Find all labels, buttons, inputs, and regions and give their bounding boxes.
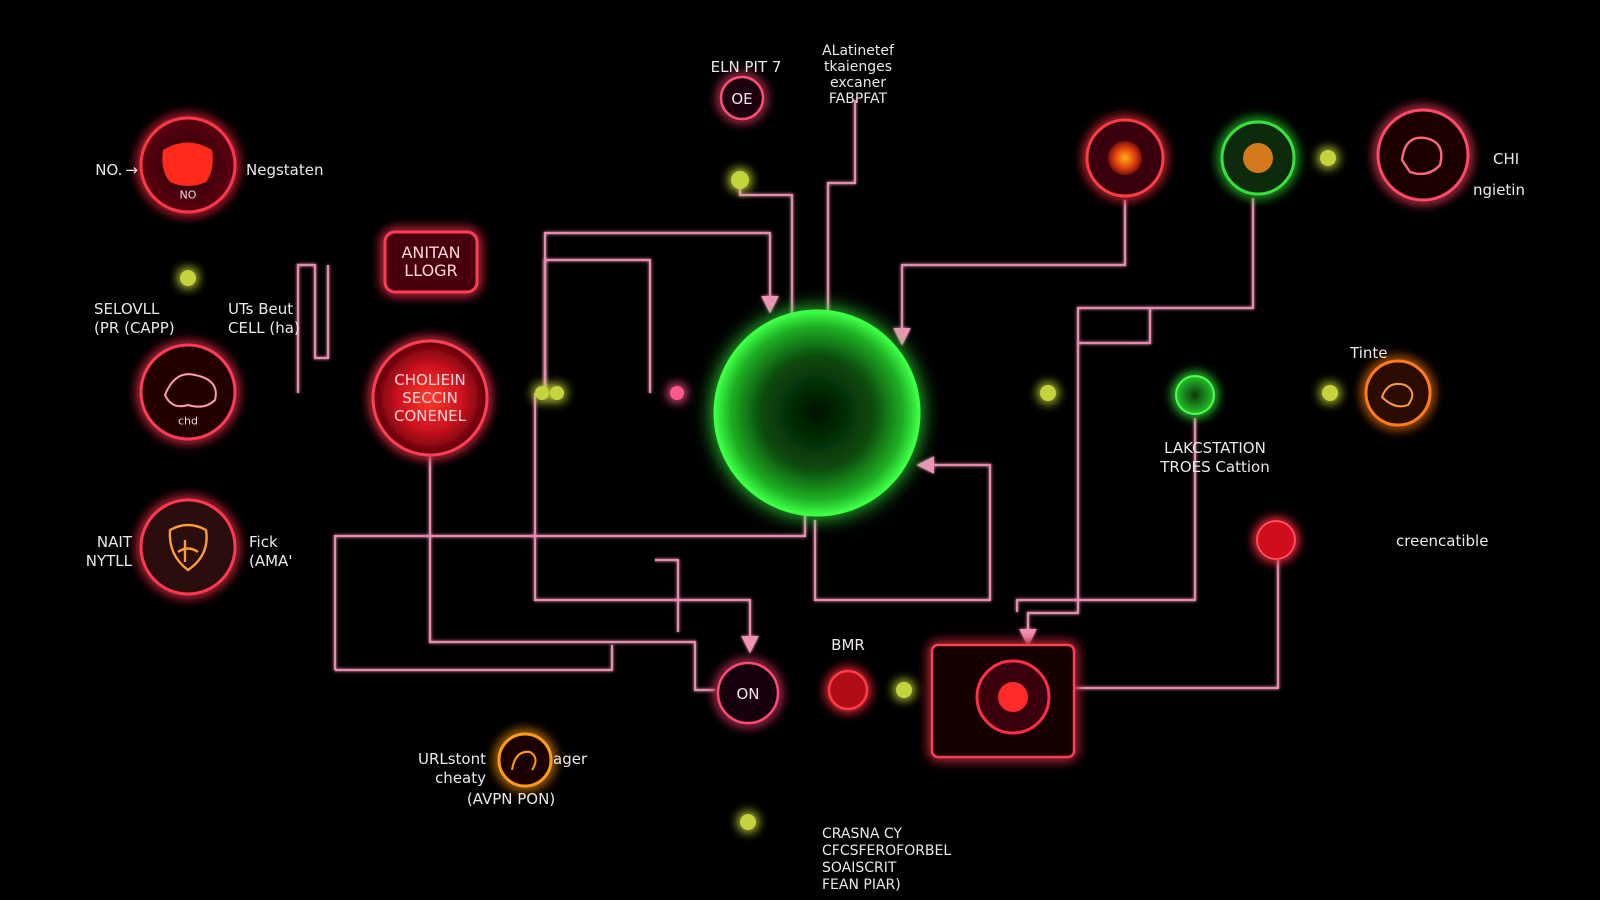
- node-cell[interactable]: [139, 343, 237, 441]
- node-oe[interactable]: [719, 75, 765, 121]
- node-cholein[interactable]: [371, 339, 489, 457]
- node-nait[interactable]: [139, 498, 237, 596]
- dot-left-1: [180, 270, 196, 286]
- inner-no: NO: [179, 188, 197, 202]
- label-legend-left: URLstont cheaty: [417, 750, 486, 787]
- inner-on: ON: [736, 685, 760, 703]
- label-station: LAKCSTATION TROES Cattion: [1160, 439, 1270, 476]
- label-legend-right: ager: [553, 750, 588, 768]
- junction-dots: [535, 150, 1338, 830]
- label-bottom-note: CRASNA CY CFCSFEROFORBEL SOAISCRIT FEAN …: [822, 826, 952, 893]
- node-on[interactable]: [716, 661, 780, 725]
- node-chi[interactable]: [1376, 108, 1470, 202]
- label-negstaten: Negstaten: [246, 161, 324, 179]
- label-tinte: Tinte: [1350, 344, 1388, 362]
- label-fick: Fick (AMA': [249, 533, 293, 570]
- label-legend-sub: (AVPN PON): [466, 790, 556, 808]
- label-cholein: CHOLIEIN SECCIN CONENEL: [393, 371, 467, 425]
- central-green-core[interactable]: [713, 309, 921, 517]
- label-no: NO. →: [95, 161, 138, 179]
- label-top-note: ALatinetef tkaienges excaner FABPFAT: [822, 43, 894, 107]
- node-bmr[interactable]: [827, 669, 869, 711]
- box-red-core[interactable]: [930, 643, 1076, 759]
- inner-oe: OE: [731, 90, 753, 108]
- label-selovll: SELOVLL (PR (CAPP): [94, 300, 175, 337]
- top-note-lead: [826, 100, 857, 318]
- label-bmr: BMR: [831, 636, 865, 654]
- label-ngietin: ngietin: [1473, 181, 1525, 199]
- label-anitan: ANITAN LLOGR: [401, 243, 461, 280]
- label-nait: NAIT NYTLL: [85, 533, 132, 570]
- node-orange-virus[interactable]: [1085, 118, 1165, 198]
- label-cell: UTs Beut CELL (ha): [228, 300, 300, 337]
- label-chi: CHI: [1493, 150, 1520, 168]
- node-legend-orange: [497, 732, 553, 788]
- node-red-output[interactable]: [1256, 520, 1296, 560]
- dot-top: [731, 171, 749, 189]
- node-station[interactable]: [1175, 375, 1215, 415]
- label-eln: ELN PIT 7: [710, 58, 782, 76]
- node-no[interactable]: [139, 116, 237, 214]
- wires: [85, 100, 1490, 820]
- inner-cell: chd: [177, 414, 199, 428]
- node-green-cell[interactable]: [1220, 120, 1296, 196]
- node-timer[interactable]: [1364, 359, 1432, 427]
- label-output: creencatible: [1396, 532, 1489, 550]
- box-anitan[interactable]: [383, 230, 479, 294]
